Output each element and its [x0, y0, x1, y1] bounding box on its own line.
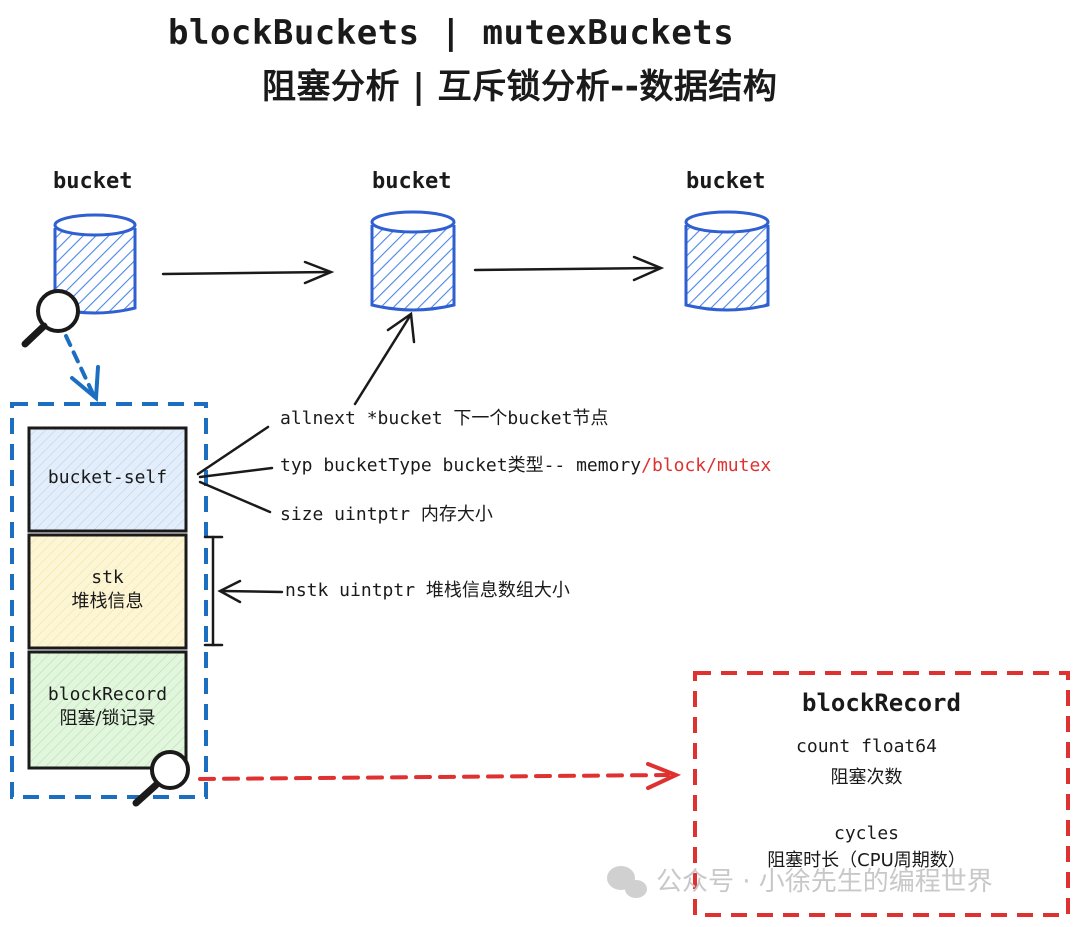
- field-typ: typ bucketType bucket类型-- memory/block/m…: [280, 455, 771, 478]
- block-record-desc: 阻塞/锁记录: [59, 708, 156, 730]
- page-title: blockBuckets | mutexBuckets: [168, 13, 735, 53]
- stk-text: stk: [91, 567, 124, 588]
- record-title: blockRecord: [802, 689, 961, 717]
- arrow-bucket1-to-bucket2: [161, 260, 335, 285]
- stk-label: stk 堆栈信息: [29, 566, 186, 615]
- record-cycles-name: cycles: [833, 823, 900, 844]
- bucket-self-text: bucket-self: [47, 467, 168, 488]
- stk-desc: 堆栈信息: [71, 591, 144, 613]
- record-count-desc: 阻塞次数: [830, 767, 903, 788]
- allnext-arrow: [353, 311, 416, 406]
- block-record-box: [27, 650, 188, 770]
- block-record-text: blockRecord: [47, 684, 168, 705]
- page-subtitle: 阻塞分析 | 互斥锁分析--数据结构: [262, 67, 778, 107]
- stk-bracket: [203, 535, 224, 647]
- struct-container: [10, 402, 208, 799]
- magnifier-icon: [21, 289, 80, 348]
- field-allnext: allnext *bucket 下一个bucket节点: [280, 408, 609, 429]
- record-count-name: count float64: [796, 736, 937, 757]
- wechat-icon: [607, 866, 647, 898]
- bucket-cylinder-1: [53, 213, 137, 315]
- magnifier-icon-record: [132, 750, 190, 807]
- bucket-label-3: bucket: [686, 169, 766, 194]
- block-record-label: blockRecord 阻塞/锁记录: [29, 683, 186, 732]
- field-size: size uintptr 内存大小: [280, 504, 493, 525]
- field-typ-main: typ bucketType bucket类型-- memory: [280, 455, 642, 476]
- nstk-arrow: [217, 579, 284, 604]
- zoom-arrow-blue: [64, 334, 100, 403]
- arrow-bucket2-to-bucket3: [473, 255, 665, 282]
- record-cycles-desc: 阻塞时长（CPU周期数）: [767, 850, 966, 871]
- bucket-label-2: bucket: [372, 169, 452, 194]
- bucket-label-1: bucket: [53, 169, 133, 194]
- block-record-detail-box: [693, 671, 1070, 917]
- bucket-self-box: [27, 426, 188, 533]
- bucket-self-label: bucket-self: [29, 466, 186, 490]
- bucket-cylinder-3: [684, 210, 770, 312]
- stk-box: [27, 533, 188, 650]
- field-typ-values: /block/mutex: [641, 455, 772, 476]
- field-nstk: nstk uintptr 堆栈信息数组大小: [285, 580, 570, 601]
- bucket-cylinder-2: [370, 210, 456, 312]
- field-connector-lines: [196, 425, 274, 514]
- zoom-arrow-red: [198, 762, 682, 790]
- watermark-text: 公众号 · 小徐先生的编程世界: [656, 867, 993, 897]
